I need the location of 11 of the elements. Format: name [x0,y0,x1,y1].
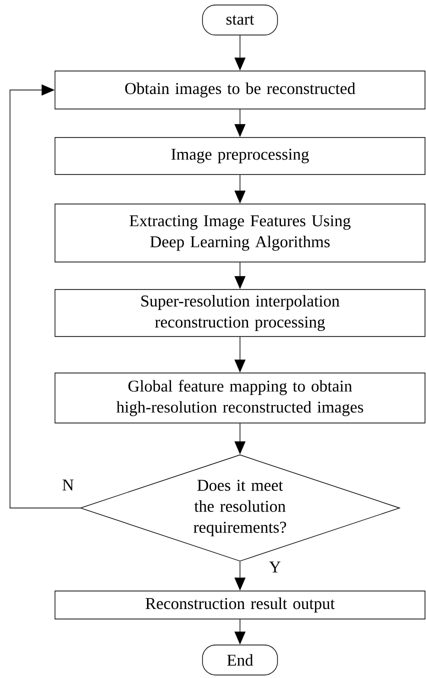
process-box: Super-resolution interpolation reconstruction processing [54,289,426,337]
process-box: Reconstruction result output [54,590,426,620]
process-box: Obtain images to be reconstructed [54,70,426,110]
process-box: Global feature mapping to obtain high-resolution reconstructed images [54,372,426,424]
arrow [10,84,80,508]
terminator: End [202,644,278,676]
terminator: start [202,4,278,36]
edge-label: N [61,478,75,492]
process-box: Image preprocessing [54,137,426,175]
process-box: Extracting Image Features Using Deep Learning Algorithms [54,204,426,262]
edge-label: Y [268,560,282,574]
